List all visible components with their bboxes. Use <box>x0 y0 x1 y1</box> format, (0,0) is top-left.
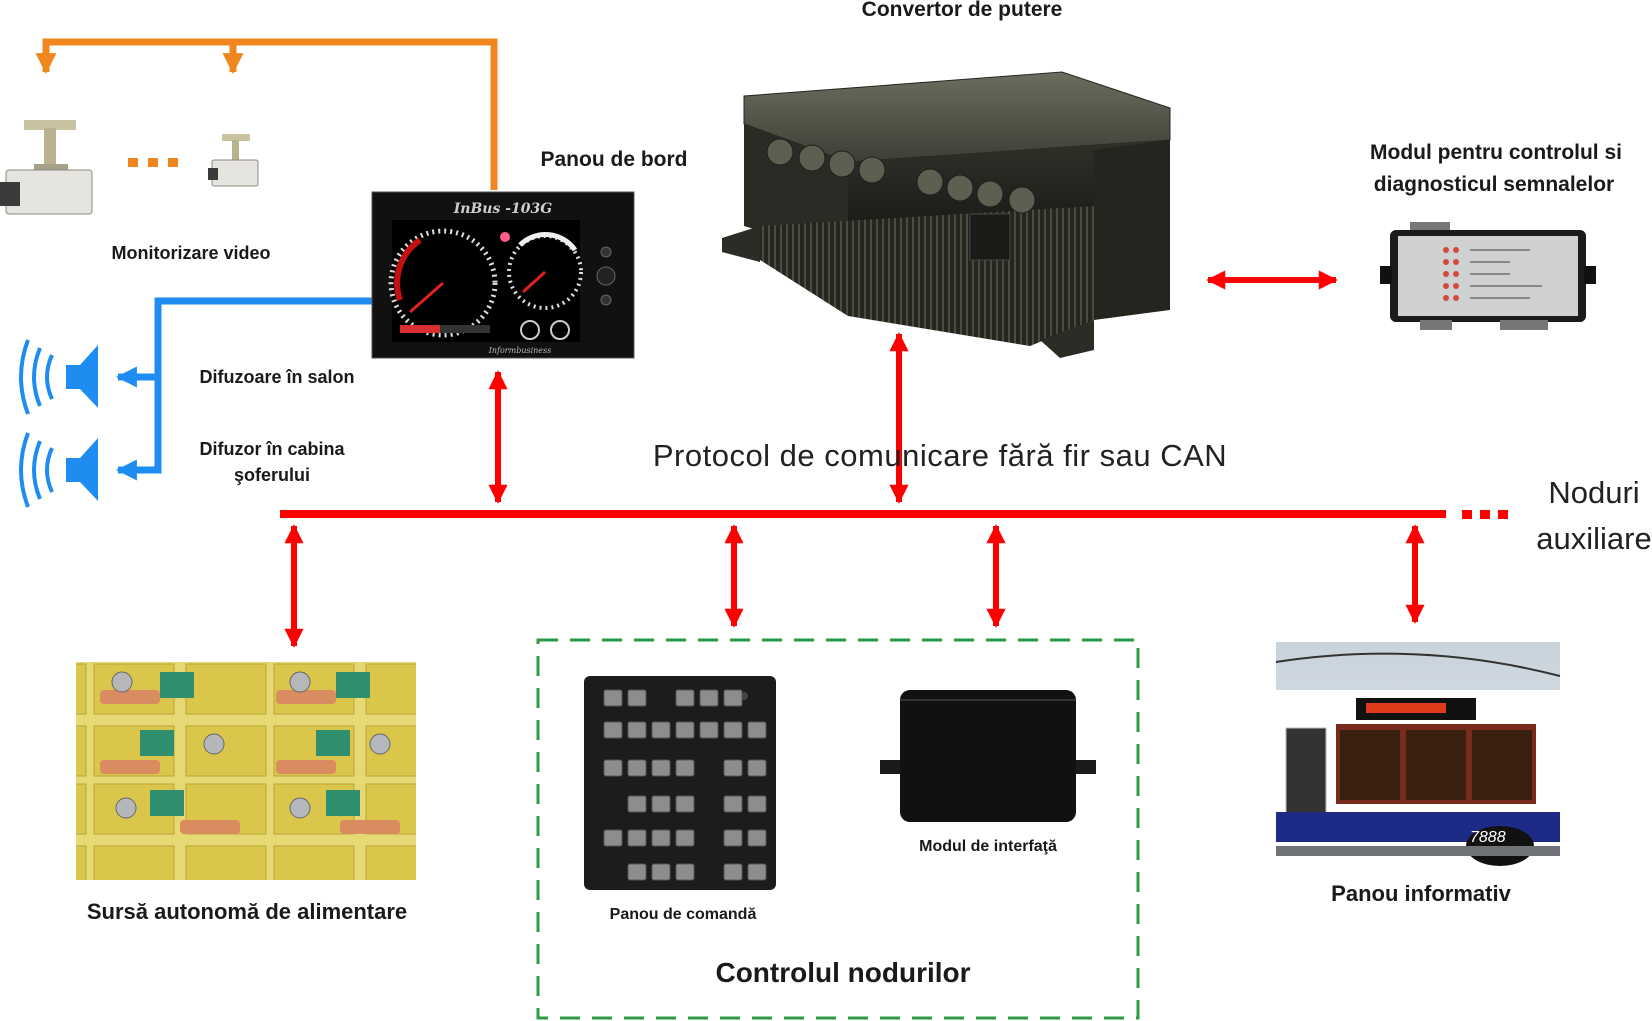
keypad-key <box>723 829 743 847</box>
keypad-key <box>675 863 695 881</box>
keypad-key <box>675 689 695 707</box>
power-converter-label: Convertor de putere <box>861 0 1063 21</box>
trolleybus-info-panel-image <box>1275 642 1561 866</box>
keypad-key <box>723 721 743 739</box>
keypad-key <box>627 863 647 881</box>
bus-ellipsis <box>1462 510 1508 519</box>
bus-connection-arrows <box>284 270 1425 648</box>
keypad-key <box>651 863 671 881</box>
node-control-group-border <box>536 638 1140 1020</box>
keypad-key <box>747 863 767 881</box>
loudspeaker-icon <box>19 339 98 415</box>
video-monitoring-label: Monitorizare video <box>111 243 271 263</box>
interface-module-label: Modul de interfaţă <box>919 838 1057 855</box>
keypad-key <box>627 759 647 777</box>
keypad-key <box>747 829 767 847</box>
dashboard-panel-device <box>371 191 635 359</box>
keypad-key <box>723 795 743 813</box>
battery-pack-image <box>76 662 416 880</box>
audio-connection-lines <box>115 297 372 481</box>
aux-nodes-label-line1: Noduri <box>1548 475 1640 510</box>
cctv-camera-icon <box>0 120 93 215</box>
keypad-key <box>723 689 743 707</box>
keypad-key <box>675 829 695 847</box>
dashboard-brand-text: InBus -103G <box>453 201 553 217</box>
keypad-key <box>603 829 623 847</box>
signal-module-label-line1: Modul pentru controlul si <box>1370 141 1622 164</box>
camera-ellipsis <box>128 158 178 167</box>
battery-source-label: Sursă autonomă de alimentare <box>86 899 408 924</box>
keypad-key <box>747 795 767 813</box>
keypad-key <box>747 721 767 739</box>
video-connection-lines <box>35 38 498 190</box>
keypad-key <box>627 795 647 813</box>
keypad-key <box>723 863 743 881</box>
interface-module-device <box>880 690 1096 822</box>
node-control-label: Controlul nodurilor <box>715 957 971 988</box>
command-panel-keypad <box>584 676 776 890</box>
speaker-cab-label-line2: şoferului <box>233 465 311 485</box>
keypad-key <box>603 689 623 707</box>
keypad-key <box>747 759 767 777</box>
speaker-cab-label-line1: Difuzor în cabina <box>199 439 345 459</box>
keypad-key <box>651 829 671 847</box>
command-panel-label: Panou de comandă <box>609 906 757 923</box>
bus-protocol-label: Protocol de comunicare fără fir sau CAN <box>652 438 1228 473</box>
power-converter-device <box>722 71 1171 358</box>
keypad-key <box>627 689 647 707</box>
keypad-key <box>627 721 647 739</box>
bus-number-text: 7888 <box>1470 829 1506 846</box>
cctv-camera-icon <box>208 134 259 187</box>
keypad-key <box>699 721 719 739</box>
keypad-key <box>675 795 695 813</box>
loudspeaker-icon <box>19 432 98 508</box>
keypad-key <box>603 759 623 777</box>
keypad-key <box>675 721 695 739</box>
keypad-key <box>675 759 695 777</box>
signal-module-label-line2: diagnosticul semnalelor <box>1373 173 1615 196</box>
keypad-key <box>699 689 719 707</box>
keypad-key <box>651 759 671 777</box>
keypad-key <box>723 759 743 777</box>
signal-diagnostic-module-device <box>1380 222 1596 330</box>
keypad-key <box>651 721 671 739</box>
command-panel-keys <box>603 689 767 881</box>
keypad-key <box>627 829 647 847</box>
speakers-salon-label: Difuzoare în salon <box>199 367 355 387</box>
keypad-key <box>651 795 671 813</box>
aux-nodes-label-line2: auxiliare <box>1536 521 1652 556</box>
dashboard-maker-text: Informbusiness <box>488 346 552 355</box>
dashboard-panel-label: Panou de bord <box>540 148 688 171</box>
info-panel-label: Panou informativ <box>1331 881 1511 906</box>
keypad-key <box>603 721 623 739</box>
